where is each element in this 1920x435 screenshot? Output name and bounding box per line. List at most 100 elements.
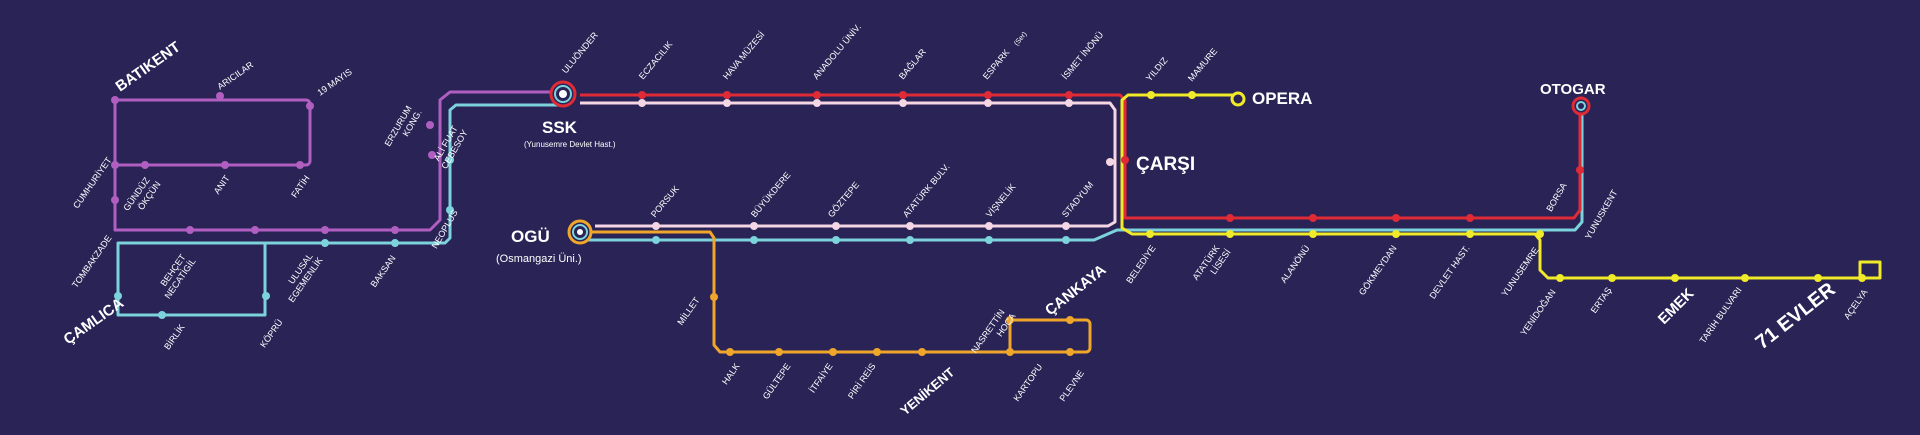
opera-terminal[interactable] [1230, 91, 1246, 107]
purple-station-dot[interactable] [428, 151, 436, 159]
cyan-station-dot[interactable] [832, 236, 840, 244]
pink-station-dot[interactable] [1062, 222, 1070, 230]
red-station-dot[interactable] [1309, 214, 1317, 222]
orange-station-dot[interactable] [829, 348, 837, 356]
yellow-station-dot[interactable] [1814, 274, 1822, 282]
purple-station-dot[interactable] [111, 196, 119, 204]
ogu-hub[interactable] [567, 219, 593, 245]
station-label-ssk[interactable]: SSK [542, 118, 578, 137]
cyan-station-dot[interactable] [391, 239, 399, 247]
purple-trunk [113, 90, 562, 232]
station-label-otogar[interactable]: OTOGAR [1540, 81, 1606, 98]
cyan-station-dot[interactable] [158, 311, 166, 319]
cyan-main [572, 105, 1584, 242]
orange-loop [1008, 318, 1092, 354]
orange-station-dot[interactable] [1006, 316, 1014, 324]
yellow-station-dot[interactable] [1188, 91, 1196, 99]
purple-station-dot[interactable] [111, 96, 119, 104]
red-station-dot[interactable] [813, 91, 821, 99]
red-station-dot[interactable] [1576, 166, 1584, 174]
purple-station-dot[interactable] [251, 226, 259, 234]
yellow-station-dot[interactable] [1146, 230, 1154, 238]
yellow-station-dot[interactable] [1147, 91, 1155, 99]
pink-station-dot[interactable] [985, 222, 993, 230]
yellow-station-dot[interactable] [1556, 274, 1564, 282]
purple-station-dot[interactable] [321, 226, 329, 234]
red-station-dot[interactable] [1065, 91, 1073, 99]
purple-station-dot[interactable] [306, 102, 314, 110]
station-sublabel-ssk: (Yunusemre Devlet Hast.) [524, 140, 616, 149]
purple-station-dot[interactable] [426, 121, 434, 129]
yellow-station-dot[interactable] [1858, 274, 1866, 282]
pink-station-dot[interactable] [832, 222, 840, 230]
orange-trunk [578, 230, 1010, 354]
purple-station-dot[interactable] [391, 226, 399, 234]
pink-station-dot[interactable] [1106, 158, 1114, 166]
ssk-hub[interactable] [549, 80, 577, 108]
cyan-line [116, 103, 1584, 317]
pink-station-dot[interactable] [652, 222, 660, 230]
red-station-dot[interactable] [984, 91, 992, 99]
cyan-station-dot[interactable] [114, 292, 122, 300]
yellow-station-dot[interactable] [1226, 230, 1234, 238]
pink-station-dot[interactable] [638, 99, 646, 107]
purple-station-dot[interactable] [186, 226, 194, 234]
orange-station-dot[interactable] [726, 348, 734, 356]
yellow-station-dot[interactable] [1392, 230, 1400, 238]
pink-station-dot[interactable] [750, 222, 758, 230]
station-label-opera[interactable]: OPERA [1252, 89, 1312, 108]
orange-station-dot[interactable] [1066, 316, 1074, 324]
pink-station-dot[interactable] [813, 99, 821, 107]
red-station-dot[interactable] [1226, 214, 1234, 222]
red-station-dot[interactable] [899, 91, 907, 99]
pink-station-dot[interactable] [906, 222, 914, 230]
cyan-station-dot[interactable] [262, 292, 270, 300]
opera-terminal-ring [1230, 91, 1246, 107]
orange-station-dot[interactable] [710, 293, 718, 301]
orange-station-dot[interactable] [1066, 348, 1074, 356]
cyan-station-dot[interactable] [1062, 236, 1070, 244]
yellow-station-dot[interactable] [1741, 274, 1749, 282]
yellow-station-dot[interactable] [1309, 230, 1317, 238]
purple-station-dot[interactable] [216, 92, 224, 100]
pink-station-dot[interactable] [899, 99, 907, 107]
orange-line [578, 230, 1092, 354]
cyan-station-dot[interactable] [750, 236, 758, 244]
pink-main [580, 101, 1117, 228]
red-station-dot[interactable] [1392, 214, 1400, 222]
cyan-station-dot[interactable] [985, 236, 993, 244]
red-station-dot[interactable] [1466, 214, 1474, 222]
red-station-dot[interactable] [1121, 156, 1129, 164]
purple-station-dot[interactable] [221, 161, 229, 169]
pink-station-dot[interactable] [723, 99, 731, 107]
cyan-station-dot[interactable] [906, 236, 914, 244]
cyan-station-dot[interactable] [652, 236, 660, 244]
cyan-station-dot[interactable] [446, 156, 454, 164]
orange-station-dot[interactable] [918, 348, 926, 356]
pink-line [580, 101, 1117, 228]
cyan-station-dot[interactable] [321, 239, 329, 247]
ssk-hub-center [559, 90, 567, 98]
orange-station-dot[interactable] [1006, 348, 1014, 356]
purple-station-dot[interactable] [141, 161, 149, 169]
yellow-line [1120, 93, 1882, 280]
ogu-hub-center [577, 229, 583, 235]
station-label-ogu[interactable]: OGÜ [511, 227, 550, 246]
purple-station-dot[interactable] [296, 161, 304, 169]
cyan-station-dot[interactable] [446, 206, 454, 214]
otogar-hub[interactable] [1571, 96, 1591, 116]
yellow-station-dot[interactable] [1536, 230, 1544, 238]
yellow-station-dot[interactable] [1671, 274, 1679, 282]
pink-station-dot[interactable] [984, 99, 992, 107]
purple-station-dot[interactable] [111, 161, 119, 169]
yellow-station-dot[interactable] [1466, 230, 1474, 238]
pink-station-dot[interactable] [1065, 99, 1073, 107]
station-label-carsi[interactable]: ÇARŞI [1136, 154, 1195, 175]
orange-station-dot[interactable] [775, 348, 783, 356]
orange-station-dot[interactable] [873, 348, 881, 356]
yellow-station-dot[interactable] [1608, 274, 1616, 282]
red-station-dot[interactable] [723, 91, 731, 99]
red-station-dot[interactable] [638, 91, 646, 99]
